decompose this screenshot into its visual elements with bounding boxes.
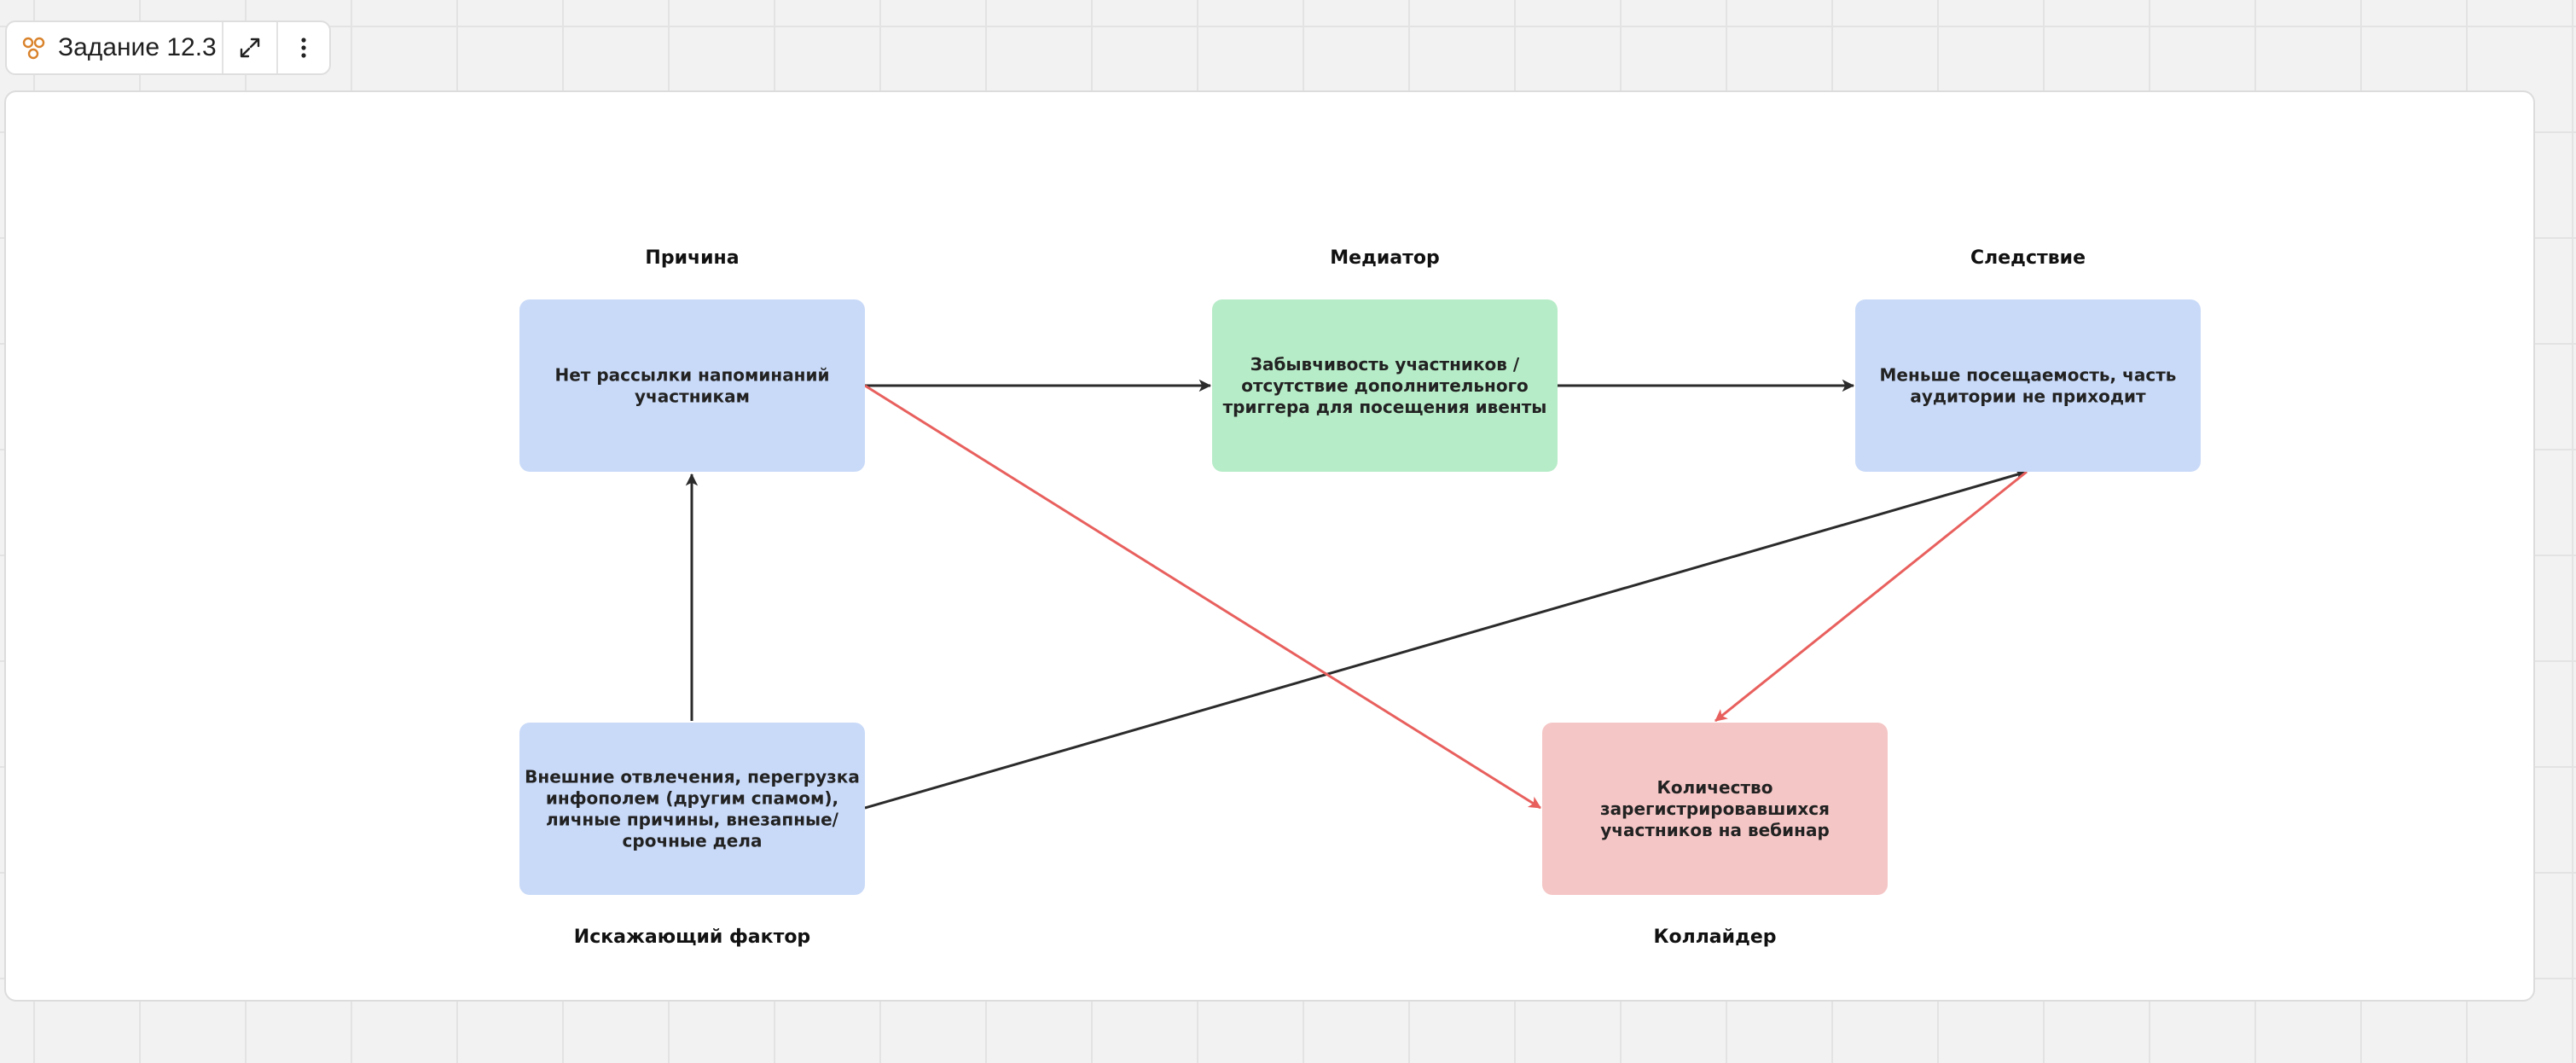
- node-text-line: инфополем (другим спамом),: [546, 788, 838, 809]
- node-text-line: зарегистрировавшихся: [1600, 799, 1830, 819]
- node-text-line: Количество: [1657, 777, 1773, 798]
- frame-board: [4, 90, 2535, 1002]
- node-text-line: аудитории не приходит: [1910, 386, 2146, 407]
- node-text-line: срочные дела: [623, 831, 763, 851]
- more-vertical-icon: [301, 38, 306, 58]
- frame-title: Задание 12.3: [58, 33, 217, 61]
- node-box-cause[interactable]: [519, 299, 865, 472]
- node-box-mediator[interactable]: [1212, 299, 1558, 472]
- node-text-line: Забывчивость участников /: [1250, 354, 1520, 375]
- role-label-collider: Коллайдер: [1653, 926, 1776, 948]
- edge-cause-to-collider[interactable]: [864, 384, 1541, 810]
- node-confounder[interactable]: Внешние отвлечения, перегрузкаинфополем …: [519, 723, 865, 948]
- more-options-button[interactable]: [276, 22, 329, 73]
- node-text-line: Меньше посещаемость, часть: [1880, 365, 2177, 386]
- edge-confounder-to-effect[interactable]: [864, 468, 2028, 810]
- node-box-confounder[interactable]: [519, 723, 865, 895]
- node-text-line: Нет рассылки напоминаний: [554, 365, 829, 386]
- node-box-collider[interactable]: [1542, 723, 1888, 895]
- node-collider[interactable]: Количествозарегистрировавшихсяучастников…: [1542, 723, 1888, 948]
- node-text-line: триггера для посещения ивенты: [1223, 397, 1547, 417]
- node-text-line: отсутствие дополнительного: [1241, 375, 1529, 396]
- edge-effect-to-collider[interactable]: [1714, 470, 2028, 723]
- node-text-line: участникам: [635, 386, 750, 407]
- node-text-line: личные причины, внезапные/: [546, 810, 839, 830]
- frame-title-button[interactable]: Задание 12.3: [7, 22, 223, 73]
- node-mediator[interactable]: Забывчивость участников /отсутствие допо…: [1212, 247, 1558, 472]
- node-text-line: участников на вебинар: [1600, 820, 1830, 840]
- role-label-confounder: Искажающий фактор: [574, 926, 810, 948]
- frame-nodes-icon: [22, 37, 45, 60]
- role-label-mediator: Медиатор: [1330, 247, 1439, 269]
- node-text-line: Внешние отвлечения, перегрузка: [525, 767, 860, 787]
- expand-icon: [240, 38, 260, 58]
- role-label-cause: Причина: [645, 247, 739, 269]
- expand-button[interactable]: [223, 22, 276, 73]
- node-box-effect[interactable]: [1855, 299, 2201, 472]
- role-label-effect: Следствие: [1970, 247, 2086, 269]
- frame-toolbar: Задание 12.3: [5, 20, 331, 75]
